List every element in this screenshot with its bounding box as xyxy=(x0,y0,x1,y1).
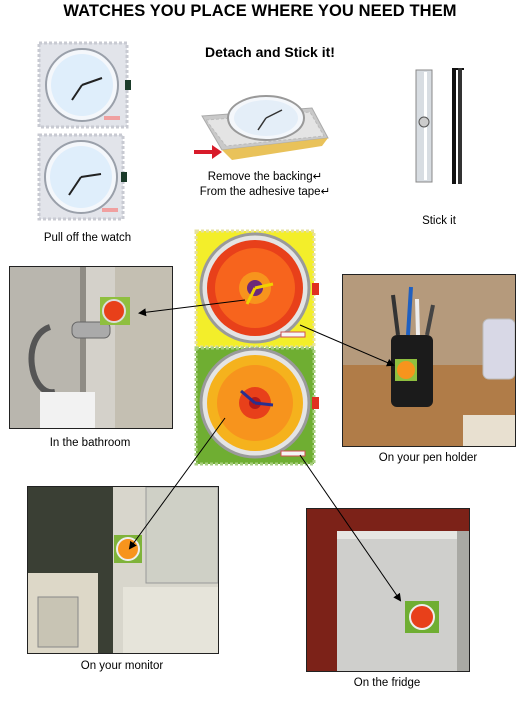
caption-bathroom: In the bathroom xyxy=(49,437,131,449)
caption-remove-backing-1: Remove the backing↵ xyxy=(207,171,323,183)
stick-illustration xyxy=(410,64,470,188)
stamp-watch-bottom xyxy=(36,132,132,222)
central-watch-yellow xyxy=(193,228,323,350)
arrow-to-pen-holder xyxy=(299,324,395,367)
page-subtitle: Detach and Stick it! xyxy=(205,44,335,60)
photo-bathroom xyxy=(9,266,173,429)
photo-monitor xyxy=(27,486,219,654)
arrow-to-fridge xyxy=(299,454,402,602)
caption-stick-it: Stick it xyxy=(422,215,456,227)
caption-monitor: On your monitor xyxy=(80,660,164,672)
caption-fridge: On the fridge xyxy=(353,677,421,689)
caption-remove-backing-2: From the adhesive tape↵ xyxy=(199,186,331,198)
photo-pen-holder xyxy=(342,274,516,447)
page-title: WATCHES YOU PLACE WHERE YOU NEED THEM xyxy=(63,2,457,20)
arrow-to-bathroom xyxy=(138,299,246,317)
caption-pull-off: Pull off the watch xyxy=(43,232,132,244)
backing-illustration xyxy=(192,80,332,166)
arrow-to-monitor xyxy=(128,417,226,550)
caption-pen-holder: On your pen holder xyxy=(378,452,478,464)
photo-fridge xyxy=(306,508,470,672)
stamp-watch-top xyxy=(36,40,132,130)
central-watch-green xyxy=(193,345,323,467)
